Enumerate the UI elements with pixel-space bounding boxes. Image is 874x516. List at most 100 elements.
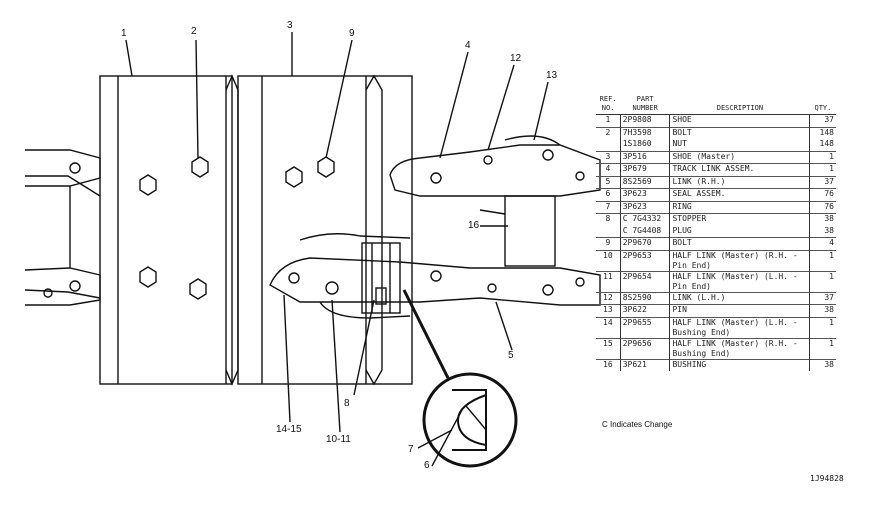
callout-7: 7	[408, 444, 414, 455]
part-number-cell: 3P623	[620, 200, 671, 214]
left-pin-upper	[69, 162, 81, 174]
nut-4	[317, 156, 335, 178]
qty-cell: 1	[809, 163, 836, 176]
bushing	[504, 195, 556, 267]
callout-8: 8	[344, 398, 350, 409]
qty-cell: 148	[809, 126, 836, 139]
ref-cell: 3	[596, 150, 621, 164]
callout-6: 6	[424, 460, 430, 471]
part-number-cell: 2P9656	[620, 337, 671, 359]
ref-cell: 16	[596, 358, 621, 371]
qty-cell: 1	[809, 150, 836, 164]
part-number-cell: 3P621	[620, 358, 671, 371]
header-part: PART NUMBER	[620, 94, 670, 115]
qty-cell: 1	[809, 249, 836, 271]
qty-cell: 1	[809, 337, 836, 359]
left-lower-link	[24, 267, 101, 306]
ref-cell: 12	[596, 291, 621, 305]
qty-cell: 38	[809, 225, 836, 238]
shoe-1	[99, 75, 233, 385]
description-cell: NUT	[672, 139, 687, 148]
part-number-cell: 3P516	[620, 150, 671, 164]
qty-cell: 38	[809, 213, 836, 226]
description-cell: STOPPER	[669, 213, 810, 226]
part-number-cell: 3P679	[620, 163, 671, 176]
qty-cell: 37	[809, 175, 836, 189]
qty-cell: 37	[809, 114, 836, 127]
part-number-cell: C 7G4408	[620, 225, 671, 238]
part-number-cell: 8S2569	[620, 175, 671, 189]
nut-5	[139, 266, 157, 288]
figure-number: 1J94828	[810, 474, 844, 483]
ref-cell: 15	[596, 337, 621, 359]
left-lower-link-2	[24, 289, 101, 299]
callout-3: 3	[287, 20, 293, 31]
ref-cell: 13	[596, 304, 621, 317]
ref-cell: 4	[596, 163, 621, 176]
callout-5: 5	[508, 350, 514, 361]
left-upper-link-2	[25, 175, 101, 197]
qty-cell: 76	[809, 200, 836, 214]
ref-cell: 11	[596, 270, 621, 292]
part-number-cell: 2P9670	[620, 237, 671, 250]
header-desc: DESCRIPTION	[669, 94, 810, 115]
ref-cell: 8	[596, 213, 621, 226]
header-ref: REF. NO.	[596, 94, 621, 115]
description-cell: HALF LINK (Master) (R.H. - Bushing End)	[669, 337, 810, 359]
part-number-cell: 1S1860	[620, 139, 671, 151]
description-cell: PIN	[669, 304, 810, 317]
description-cell: RING	[669, 200, 810, 214]
nut-1	[139, 174, 157, 196]
description-cell: HALF LINK (Master) (L.H. - Pin End)	[669, 270, 810, 292]
qty-cell: 37	[809, 291, 836, 305]
ref-cell: 6	[596, 188, 621, 201]
part-number-cell: 2P9655	[620, 316, 671, 338]
part-number-cell: 2P9808	[620, 114, 671, 127]
callout-2: 2	[191, 26, 197, 37]
description-cell: HALF LINK (Master) (L.H. - Bushing End)	[669, 316, 810, 338]
ref-cell: 14	[596, 316, 621, 338]
description-cell: SHOE	[669, 114, 810, 127]
link-upper-r	[389, 144, 601, 197]
left-upper-link	[25, 149, 101, 187]
ref-cell: 2	[596, 126, 621, 139]
ref-cell: 10	[596, 249, 621, 271]
callout-14-15: 14-15	[276, 424, 302, 435]
qty-cell: 4	[809, 237, 836, 250]
header-qty: QTY.	[809, 94, 836, 115]
description-cell: LINK (L.H.)	[669, 291, 810, 305]
part-number-cell: 8S2590	[620, 291, 671, 305]
part-number-cell: C 7G4332	[620, 213, 671, 226]
part-number-cell: 2P9653	[620, 249, 671, 271]
description-cell: TRACK LINK ASSEM.	[669, 163, 810, 176]
callout-1: 1	[121, 28, 127, 39]
description-cell: SEAL ASSEM.	[669, 188, 810, 201]
shoe-3	[237, 75, 413, 385]
ref-cell: 7	[596, 200, 621, 214]
change-note: C Indicates Change	[602, 420, 673, 429]
qty-cell: 76	[809, 188, 836, 201]
description-cell: SHOE (Master)	[669, 150, 810, 164]
nut-2	[191, 156, 209, 178]
nut-6	[189, 278, 207, 300]
description-cell: BUSHING	[669, 358, 810, 371]
nut-3	[285, 166, 303, 188]
callout-10-11: 10-11	[326, 434, 351, 445]
